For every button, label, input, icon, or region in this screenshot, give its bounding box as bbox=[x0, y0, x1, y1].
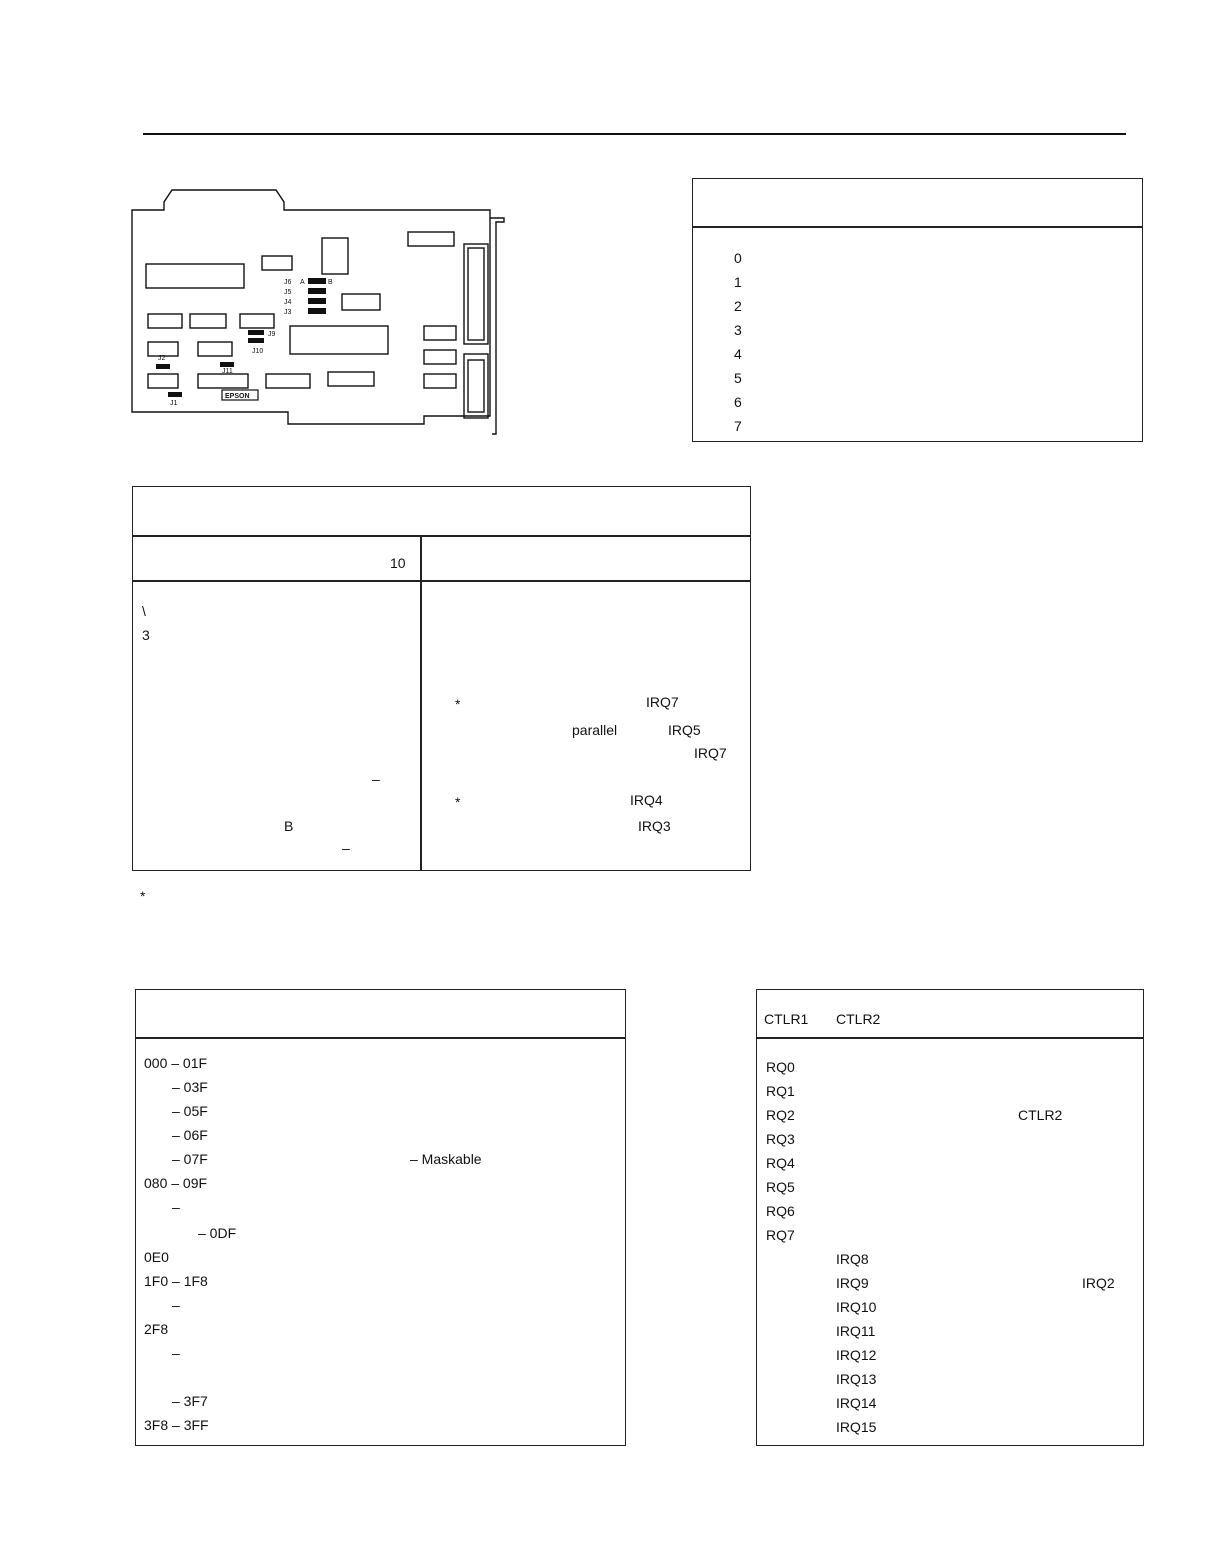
jumper-left-fragment: B bbox=[284, 818, 294, 834]
jumper-label-j10: J10 bbox=[252, 348, 263, 355]
pin-label-a: A bbox=[300, 279, 305, 286]
ctlr1-irq: RQ3 bbox=[766, 1131, 795, 1147]
ctlr1-irq: RQ4 bbox=[766, 1155, 795, 1171]
io-table-header-rule bbox=[135, 1037, 626, 1039]
pin-label-b: B bbox=[328, 279, 333, 286]
dma-channel: 0 bbox=[734, 250, 742, 266]
io-maskable-note: – Maskable bbox=[410, 1151, 482, 1167]
dma-channel: 3 bbox=[734, 322, 742, 338]
board-svg: J6 J5 J4 J3 J9 J10 J2 J11 J1 A B EPSON bbox=[131, 189, 505, 435]
jumper-table-title-rule bbox=[132, 535, 751, 537]
ctlr2-irq: IRQ8 bbox=[836, 1251, 869, 1267]
jumper-label-j1: J1 bbox=[170, 400, 178, 407]
default-star: * bbox=[455, 696, 461, 712]
ctlr1-irq: RQ7 bbox=[766, 1227, 795, 1243]
irq-setting: IRQ7 bbox=[646, 694, 679, 710]
dma-table-header-rule bbox=[692, 226, 1143, 228]
io-address: – 07F bbox=[172, 1151, 208, 1167]
io-address: – 0DF bbox=[198, 1225, 237, 1241]
io-address: – 03F bbox=[172, 1079, 208, 1095]
ctlr1-irq: RQ5 bbox=[766, 1179, 795, 1195]
ctlr2-irq: IRQ12 bbox=[836, 1347, 877, 1363]
ctlr2-irq: IRQ10 bbox=[836, 1299, 877, 1315]
jumper-left-fragment: – bbox=[342, 840, 350, 856]
jumper-label-j2: J2 bbox=[158, 355, 166, 362]
jumper-left-fragment: 3 bbox=[142, 627, 150, 643]
irq-header-ctlr1: CTLR1 bbox=[764, 1011, 809, 1027]
ctlr2-irq: IRQ14 bbox=[836, 1395, 877, 1411]
jumper-table-column-divider bbox=[420, 535, 422, 871]
ctlr2-irq: IRQ13 bbox=[836, 1371, 877, 1387]
jumper-label-j4: J4 bbox=[284, 299, 292, 306]
dma-channel: 6 bbox=[734, 394, 742, 410]
ctlr1-irq: RQ0 bbox=[766, 1059, 795, 1075]
io-address: – 05F bbox=[172, 1103, 208, 1119]
io-address: – 3F7 bbox=[172, 1393, 208, 1409]
dma-channel: 4 bbox=[734, 346, 742, 362]
io-address: 080 – 09F bbox=[144, 1175, 208, 1191]
dma-table bbox=[692, 178, 1143, 442]
io-address: 2F8 bbox=[144, 1321, 169, 1337]
io-address: 1F0 – 1F8 bbox=[144, 1273, 208, 1289]
irq-setting: IRQ3 bbox=[638, 818, 671, 834]
irq2-cascade-note: CTLR2 bbox=[1018, 1107, 1063, 1123]
ctlr1-irq: RQ6 bbox=[766, 1203, 795, 1219]
board-illustration: J6 J5 J4 J3 J9 J10 J2 J11 J1 A B EPSON bbox=[128, 188, 508, 438]
dma-channel: 2 bbox=[734, 298, 742, 314]
io-address: 0E0 bbox=[144, 1249, 169, 1265]
ctlr1-irq: RQ2 bbox=[766, 1107, 795, 1123]
io-address: – bbox=[172, 1345, 180, 1361]
io-address: – 06F bbox=[172, 1127, 208, 1143]
dma-channel: 1 bbox=[734, 274, 742, 290]
jumper-label-j3: J3 bbox=[284, 309, 292, 316]
ctlr1-irq: RQ1 bbox=[766, 1083, 795, 1099]
jumper-label-j11: J11 bbox=[222, 368, 233, 375]
irq-setting: IRQ4 bbox=[630, 792, 663, 808]
footnote-star: * bbox=[140, 888, 146, 904]
jumper-table bbox=[132, 486, 751, 871]
irq9-redirect-note: IRQ2 bbox=[1082, 1275, 1115, 1291]
jumper-label-j6: J6 bbox=[284, 279, 292, 286]
irq-setting: IRQ5 bbox=[668, 722, 701, 738]
irq-table bbox=[756, 989, 1144, 1446]
page-rule bbox=[143, 133, 1126, 135]
io-address: – bbox=[172, 1297, 180, 1313]
ctlr2-irq: IRQ15 bbox=[836, 1419, 877, 1435]
ctlr2-irq: IRQ11 bbox=[836, 1323, 876, 1339]
jumper-label-j5: J5 bbox=[284, 289, 292, 296]
jumper-left-fragment: \ bbox=[142, 603, 146, 619]
io-address-table bbox=[135, 989, 626, 1446]
jumper-header-fragment: 10 bbox=[390, 555, 406, 571]
jumper-table-header-rule bbox=[132, 580, 751, 582]
dma-channel: 5 bbox=[734, 370, 742, 386]
dma-channel: 7 bbox=[734, 418, 742, 434]
io-address: 000 – 01F bbox=[144, 1055, 208, 1071]
io-address: – bbox=[172, 1199, 180, 1215]
irq-header-ctlr2: CTLR2 bbox=[836, 1011, 881, 1027]
irq-table-header-rule bbox=[756, 1037, 1144, 1039]
parallel-label: parallel bbox=[572, 722, 618, 738]
jumper-left-fragment: – bbox=[372, 771, 380, 787]
default-star: * bbox=[455, 794, 461, 810]
irq-setting: IRQ7 bbox=[694, 745, 727, 761]
jumper-label-j9: J9 bbox=[268, 331, 276, 338]
ctlr2-irq: IRQ9 bbox=[836, 1275, 869, 1291]
brand-label: EPSON bbox=[225, 393, 250, 400]
io-address: 3F8 – 3FF bbox=[144, 1417, 209, 1433]
